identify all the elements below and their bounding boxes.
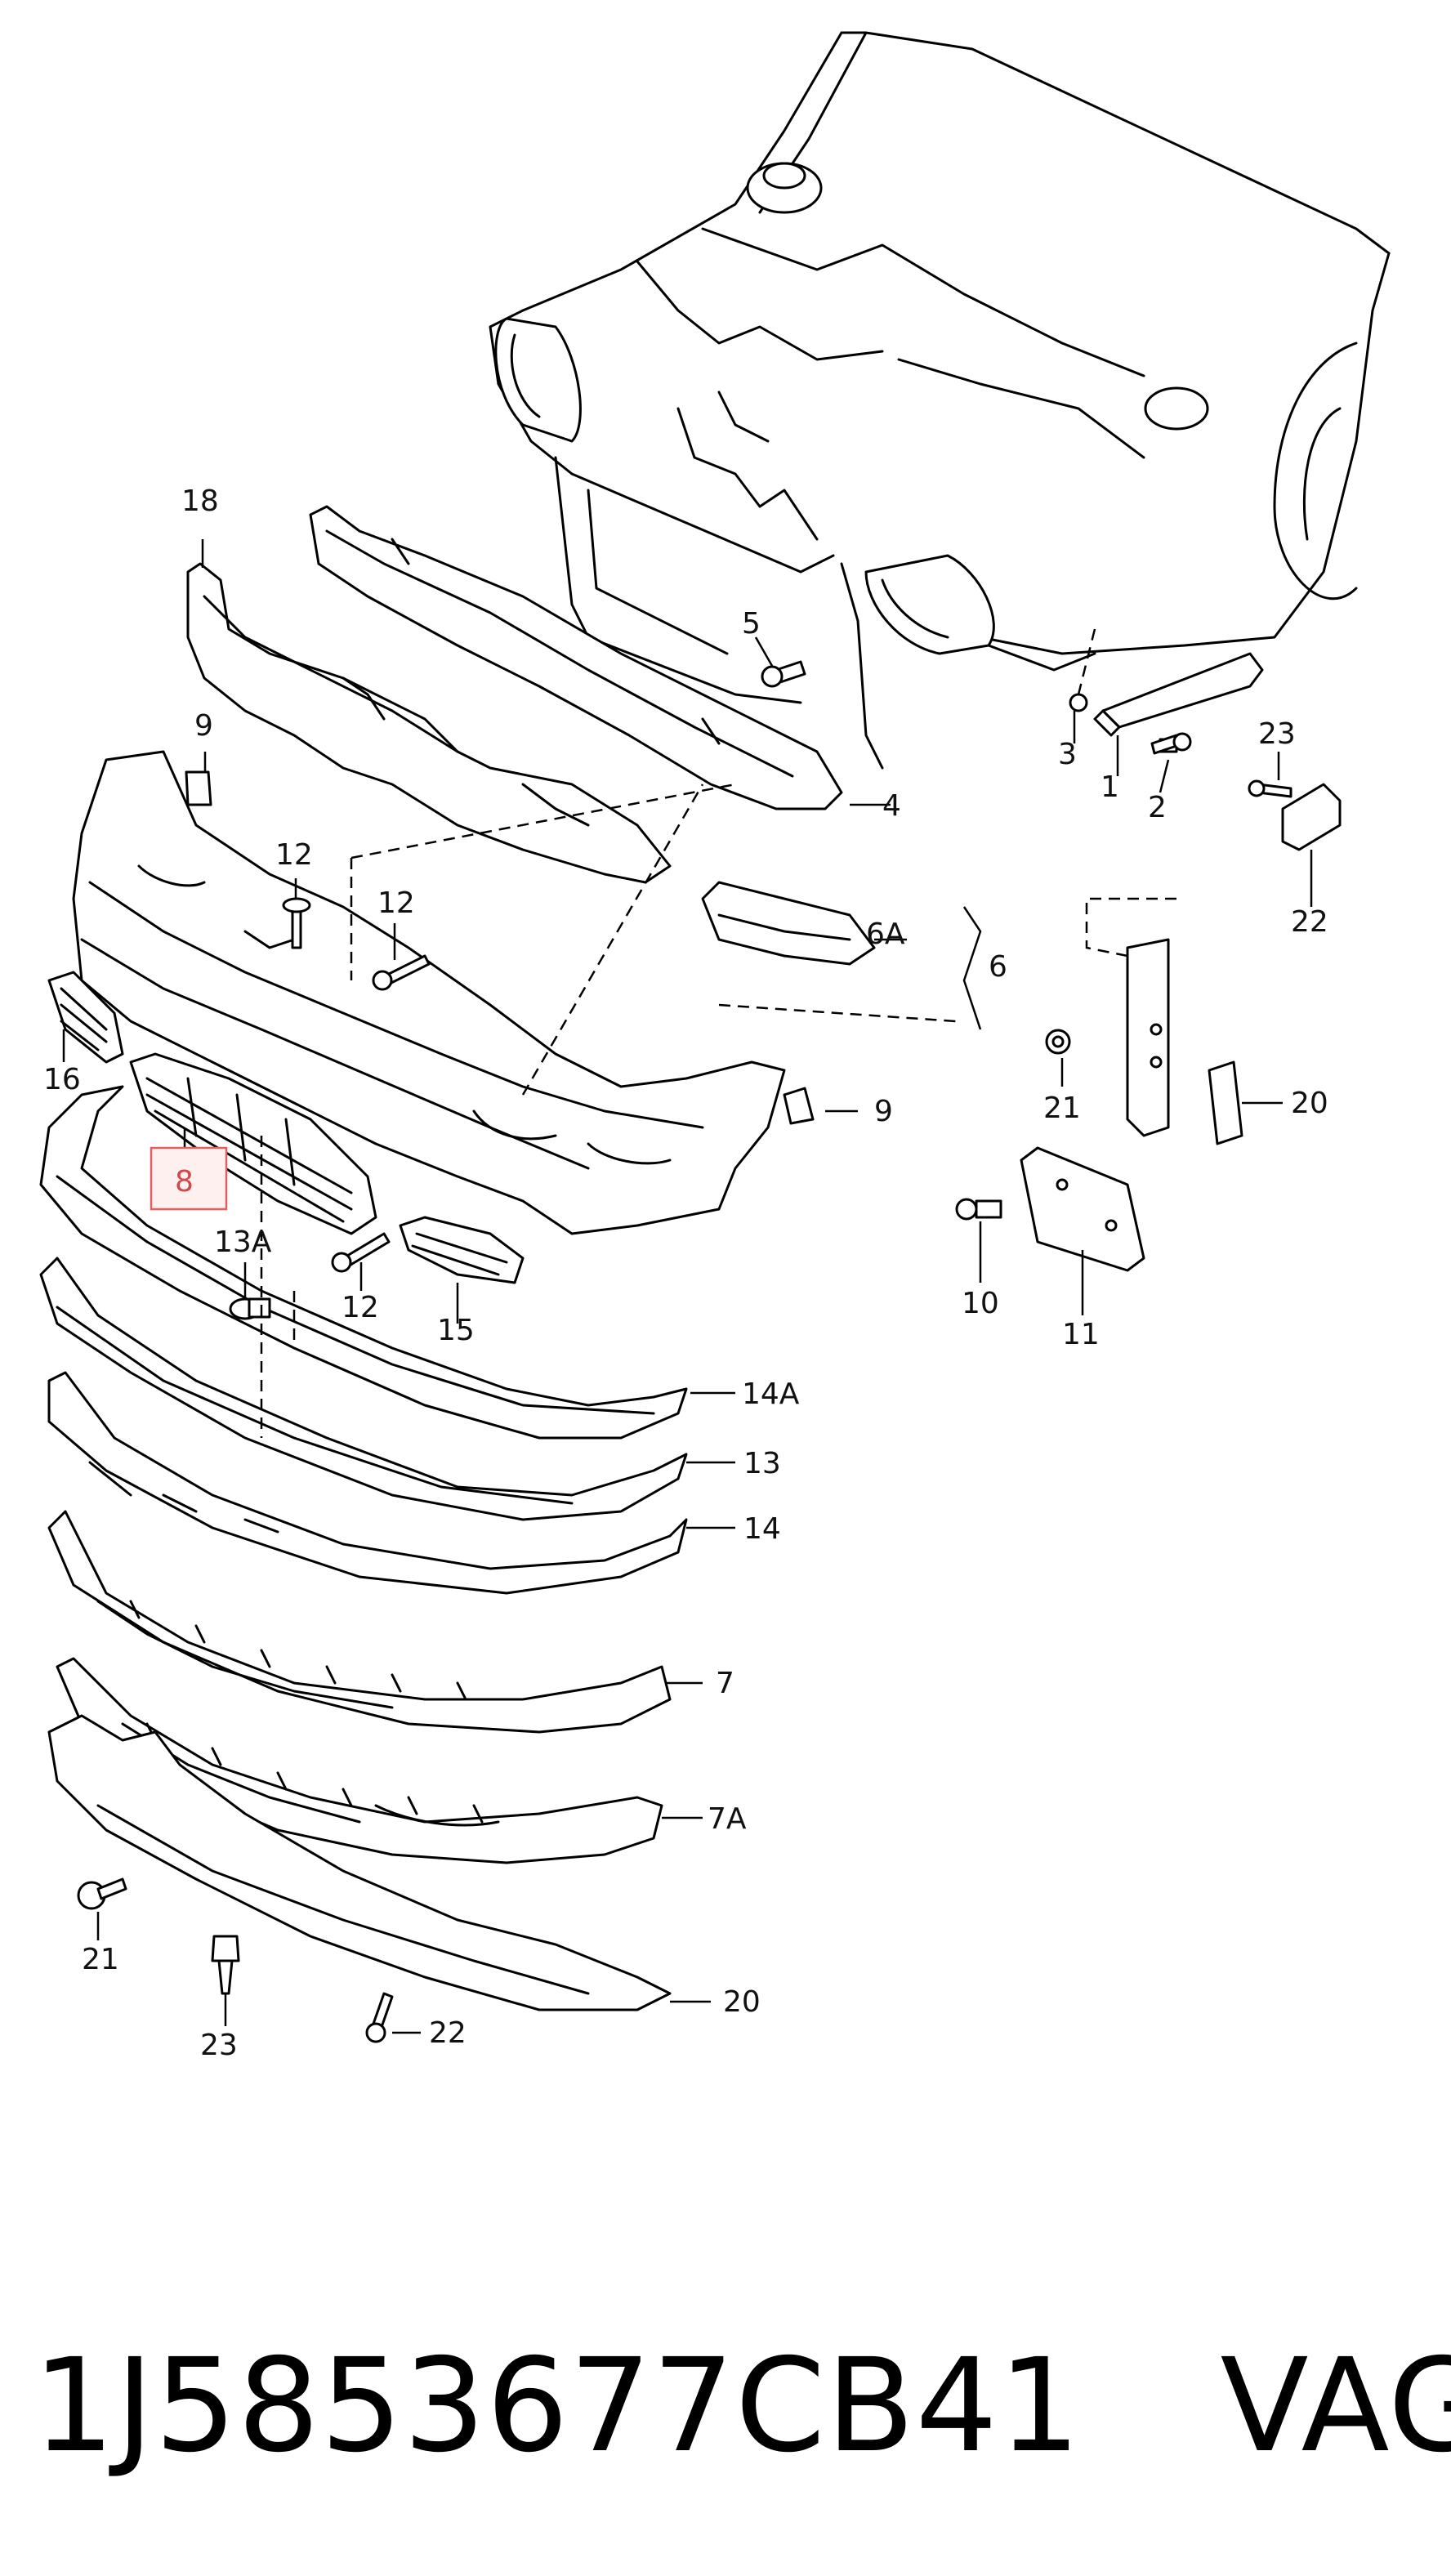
highlight-box [150,1146,228,1211]
reference-lines [260,628,1176,1438]
callout-22-lower: 22 [429,2016,467,2050]
callout-14A: 14A [742,1377,800,1411]
lower-panel-20 [47,1714,672,2011]
callout-23-upper: 23 [1258,717,1296,751]
vehicle-body-structure [489,31,1391,770]
callout-4: 4 [882,789,901,823]
callout-13A: 13A [214,1225,272,1259]
callout-2: 2 [1148,791,1167,824]
trim-strip-13 [39,1257,688,1521]
absorber-18 [186,562,672,884]
callout-5: 5 [742,607,761,641]
callout-6A: 6A [866,917,905,951]
callout-14: 14 [743,1512,781,1546]
leader-lines [62,539,1313,2034]
callout-12-upper: 12 [275,838,313,872]
trim-strip-14 [47,1371,688,1595]
spoiler-7 [47,1510,672,1734]
brand-name: VAG [1220,2331,1451,2481]
bumper-cover [72,750,786,1235]
exploded-parts-diagram: 18 9 12 12 16 8 13A 12 15 5 4 6A 6 9 3 1… [39,31,1391,2062]
grille-15 [399,1216,525,1284]
callout-10: 10 [962,1287,999,1320]
callout-11: 11 [1062,1318,1100,1351]
callout-20-upper: 20 [1291,1087,1328,1120]
callout-15: 15 [437,1314,475,1347]
callout-9-upper: 9 [194,709,213,743]
callout-7: 7 [716,1667,734,1700]
part-number: 1J5853677CB41 [33,2331,1082,2481]
callout-8: 8 [175,1165,194,1199]
bumper-beam-4 [309,505,843,810]
callout-3: 3 [1058,738,1077,771]
grille-8 [129,1052,377,1235]
callout-12-mid: 12 [377,886,415,920]
callout-9-right: 9 [874,1095,893,1128]
callout-18: 18 [181,484,219,518]
grille-16 [47,971,124,1064]
fasteners [77,660,1342,2043]
part-caption: 1J5853677CB41 VAG [33,2324,1451,2488]
callout-7A: 7A [708,1802,747,1836]
callout-1: 1 [1101,770,1119,804]
callout-labels: 18 9 12 12 16 8 13A 12 15 5 4 6A 6 9 3 1… [43,484,1328,2062]
callout-13: 13 [743,1447,781,1480]
guide-6A [701,881,876,966]
callout-8-highlight: 8 [150,1146,228,1211]
callout-21-upper: 21 [1043,1092,1081,1125]
callout-21-lower: 21 [82,1943,119,1976]
callout-23-lower: 23 [200,2029,238,2062]
trim-strip-14A [39,1085,688,1440]
bracket-assembly-1 [1069,652,1264,753]
callout-16: 16 [43,1063,81,1096]
callout-6: 6 [989,950,1007,984]
callout-20-lower: 20 [723,1985,761,2019]
callout-22-upper: 22 [1291,905,1328,939]
callout-12-lower: 12 [342,1291,379,1324]
